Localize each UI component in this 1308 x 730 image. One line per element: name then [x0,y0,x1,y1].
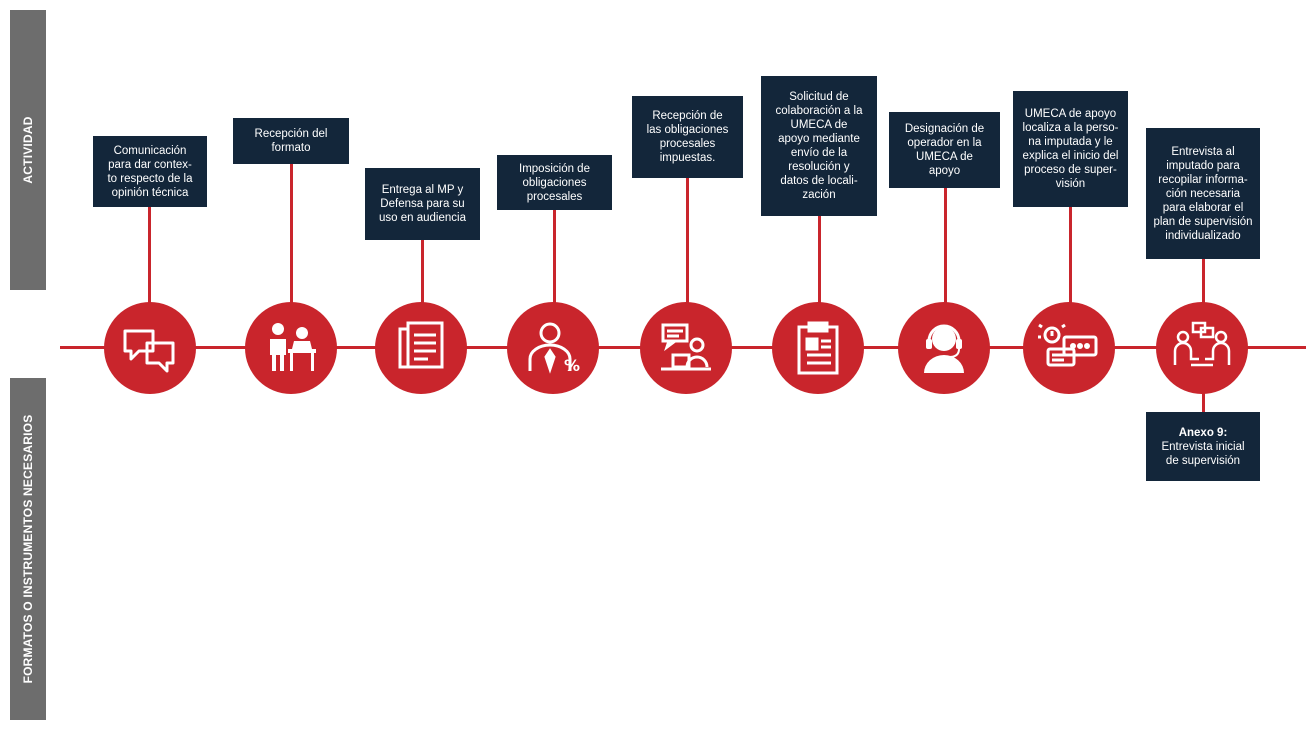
activity-sidebar: ACTIVIDAD [10,10,46,290]
documents-icon [398,321,444,369]
speech-bubbles-icon [123,329,175,373]
step-4-node: % [507,302,599,394]
instruments-sidebar-label: FORMATOS O INSTRUMENTOS NECESARIOS [21,414,35,684]
step-6-label: Solicitud de colaboración a la UMECA de … [761,76,877,216]
step-5-node [640,302,732,394]
step-1-label: Comunicación para dar contex- to respect… [93,136,207,207]
step-6-node [772,302,864,394]
svg-text:%: % [564,356,580,375]
operator-headset-icon [924,324,964,373]
person-laptop-icon [661,323,711,371]
step-8-node [1023,302,1115,394]
step-6-connector [818,216,821,304]
instrument-box: Anexo 9: Entrevista inicial de supervisi… [1146,412,1260,481]
instruments-sidebar: FORMATOS O INSTRUMENTOS NECESARIOS [10,378,46,720]
instrument-text: Entrevista inicial de supervisión [1161,440,1245,467]
activity-sidebar-label: ACTIVIDAD [21,116,35,184]
step-1-connector [148,207,151,304]
step-5-connector [686,178,689,304]
step-8-label: UMECA de apoyo localiza a la perso- na i… [1013,91,1128,207]
step-4-label: Imposición de obligaciones procesales [497,155,612,210]
step-9-connector-bottom [1202,392,1205,412]
step-5-label: Recepción de las obligaciones procesales… [632,96,743,178]
step-7-connector [944,188,947,304]
step-3-node [375,302,467,394]
step-3-label: Entrega al MP y Defensa para su uso en a… [365,168,480,240]
step-2-connector [290,164,293,304]
step-9-label: Entrevista al imputado para recopilar in… [1146,128,1260,259]
instrument-title: Anexo 9: [1178,426,1228,439]
step-1-node [104,302,196,394]
step-2-node [245,302,337,394]
clipboard-icon [797,321,839,375]
step-7-node [898,302,990,394]
step-7-label: Designación de operador en la UMECA de a… [889,112,1000,188]
step-3-connector [421,240,424,304]
step-9-node [1156,302,1248,394]
interview-icon [1173,321,1231,367]
step-9-connector-top [1202,259,1205,304]
step-8-connector [1069,207,1072,304]
judge-icon: % [528,322,580,375]
step-4-connector [553,210,556,304]
reception-desk-icon [270,323,316,371]
step-2-label: Recepción del formato [233,118,349,164]
chat-alert-icon [1038,323,1098,367]
